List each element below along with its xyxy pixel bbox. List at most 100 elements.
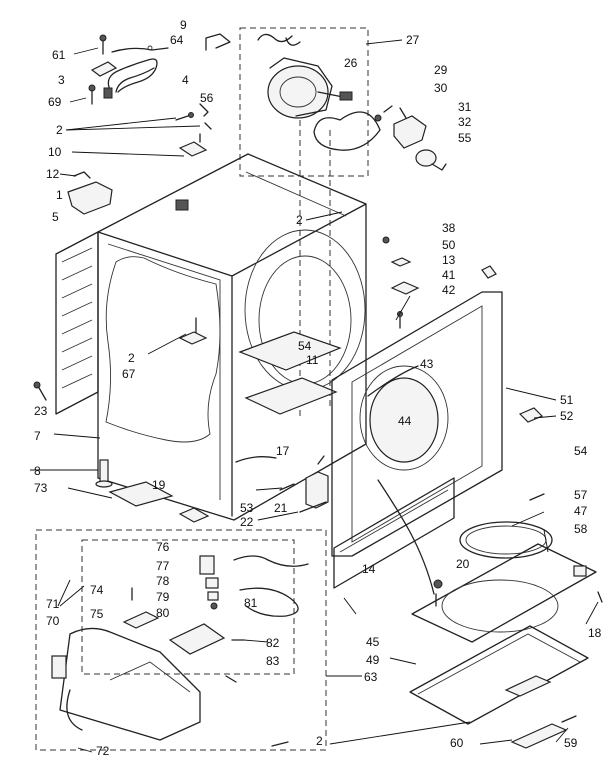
power-cord-4 bbox=[103, 58, 158, 99]
part-label-60: 60 bbox=[450, 736, 464, 750]
door-switch-41 bbox=[390, 281, 420, 295]
part-label-27: 27 bbox=[406, 33, 420, 47]
drive-belt bbox=[313, 111, 381, 151]
part-label-69: 69 bbox=[48, 95, 62, 109]
part-label-1: 1 bbox=[56, 188, 63, 202]
part-label-23: 23 bbox=[34, 404, 48, 418]
part-label-21: 21 bbox=[274, 501, 288, 515]
part-label-13: 13 bbox=[442, 253, 456, 267]
screw-23 bbox=[33, 381, 47, 401]
part-label-54-top: 54 bbox=[298, 339, 312, 353]
part-label-4: 4 bbox=[182, 73, 189, 87]
motor-clip-26 bbox=[339, 91, 353, 101]
screw-18 bbox=[597, 591, 603, 603]
part-label-20: 20 bbox=[456, 557, 470, 571]
part-label-76: 76 bbox=[156, 540, 170, 554]
part-label-26: 26 bbox=[344, 56, 358, 70]
part-label-12: 12 bbox=[46, 167, 60, 181]
front-panel-51 bbox=[331, 291, 503, 557]
thermostat-10 bbox=[178, 133, 208, 157]
part-label-32: 32 bbox=[458, 115, 472, 129]
screw-54b bbox=[529, 493, 545, 501]
part-label-53: 53 bbox=[240, 501, 254, 515]
part-label-49: 49 bbox=[366, 653, 380, 667]
wire-harness-64 bbox=[111, 45, 169, 53]
door-inner-47 bbox=[411, 543, 597, 643]
part-label-14: 14 bbox=[362, 562, 376, 576]
door-seal-57 bbox=[459, 521, 553, 559]
part-label-2-cabinet: 2 bbox=[296, 213, 303, 227]
part-label-31: 31 bbox=[458, 100, 472, 114]
part-label-71: 71 bbox=[46, 597, 60, 611]
part-label-38: 38 bbox=[442, 221, 456, 235]
part-label-30: 30 bbox=[434, 81, 448, 95]
part-label-73: 73 bbox=[34, 481, 48, 495]
hinge-58 bbox=[573, 565, 587, 577]
part-label-43: 43 bbox=[420, 357, 434, 371]
part-label-57: 57 bbox=[574, 488, 588, 502]
part-label-55: 55 bbox=[458, 131, 472, 145]
clip-52 bbox=[518, 407, 544, 423]
part-label-54-bottom: 54 bbox=[574, 444, 588, 458]
part-label-79: 79 bbox=[156, 590, 170, 604]
switch-70 bbox=[51, 655, 67, 679]
wire-harness-81 bbox=[233, 555, 309, 617]
part-label-56: 56 bbox=[200, 91, 214, 105]
part-label-44: 44 bbox=[398, 414, 412, 428]
part-label-58: 58 bbox=[574, 522, 588, 536]
part-label-52: 52 bbox=[560, 409, 574, 423]
part-label-64: 64 bbox=[170, 33, 184, 47]
timer-76 bbox=[199, 555, 215, 575]
part-label-11: 11 bbox=[306, 353, 319, 367]
part-label-47: 47 bbox=[574, 504, 588, 518]
switch-13 bbox=[390, 257, 412, 267]
part-label-7: 7 bbox=[34, 429, 41, 443]
part-label-67: 67 bbox=[122, 367, 136, 381]
console-frame-71 bbox=[59, 623, 226, 741]
screw-61 bbox=[99, 34, 107, 55]
part-label-78: 78 bbox=[156, 574, 170, 588]
side-panel-5 bbox=[55, 231, 99, 415]
idler-pulley-55 bbox=[415, 149, 447, 171]
bracket-67 bbox=[178, 317, 208, 345]
part-label-5: 5 bbox=[52, 210, 59, 224]
screw-83 bbox=[225, 675, 237, 683]
part-label-10: 10 bbox=[48, 145, 62, 159]
terminal-block-3 bbox=[90, 61, 118, 77]
leader-lines bbox=[30, 39, 599, 753]
harness-17 bbox=[235, 456, 277, 463]
clip-56 bbox=[199, 103, 209, 117]
part-label-8: 8 bbox=[34, 464, 41, 478]
idler-bracket-32 bbox=[393, 115, 427, 149]
part-label-70: 70 bbox=[46, 614, 60, 628]
screw-53 bbox=[279, 483, 295, 491]
part-label-51: 51 bbox=[560, 393, 574, 407]
screw-59 bbox=[561, 715, 577, 723]
part-label-82: 82 bbox=[266, 636, 280, 650]
part-label-19: 19 bbox=[152, 478, 166, 492]
part-label-81: 81 bbox=[244, 596, 258, 610]
part-label-17: 17 bbox=[276, 444, 290, 458]
plug-38 bbox=[382, 236, 390, 244]
part-label-83: 83 bbox=[266, 654, 280, 668]
part-label-50: 50 bbox=[442, 238, 456, 252]
control-detail-box-63 bbox=[35, 529, 327, 751]
part-label-63: 63 bbox=[364, 670, 378, 684]
bracket-22 bbox=[299, 501, 327, 513]
part-labels: 61 64 9 27 3 4 26 69 56 29 30 2 31 32 10… bbox=[34, 18, 602, 758]
part-label-45: 45 bbox=[366, 635, 380, 649]
screw-2-bottom bbox=[271, 741, 289, 747]
part-label-75: 75 bbox=[90, 607, 104, 621]
toe-panel-45 bbox=[333, 477, 455, 589]
part-label-29: 29 bbox=[434, 63, 448, 77]
idler-parts-29-30-31 bbox=[374, 105, 407, 122]
part-label-77: 77 bbox=[156, 559, 170, 573]
bracket-21 bbox=[305, 455, 329, 509]
wire-14 bbox=[377, 479, 435, 595]
handle-60 bbox=[510, 723, 568, 749]
part-label-2-bottom: 2 bbox=[316, 734, 323, 748]
part-label-72: 72 bbox=[96, 744, 110, 758]
part-label-2-top: 2 bbox=[56, 123, 63, 137]
part-label-59: 59 bbox=[564, 736, 578, 750]
